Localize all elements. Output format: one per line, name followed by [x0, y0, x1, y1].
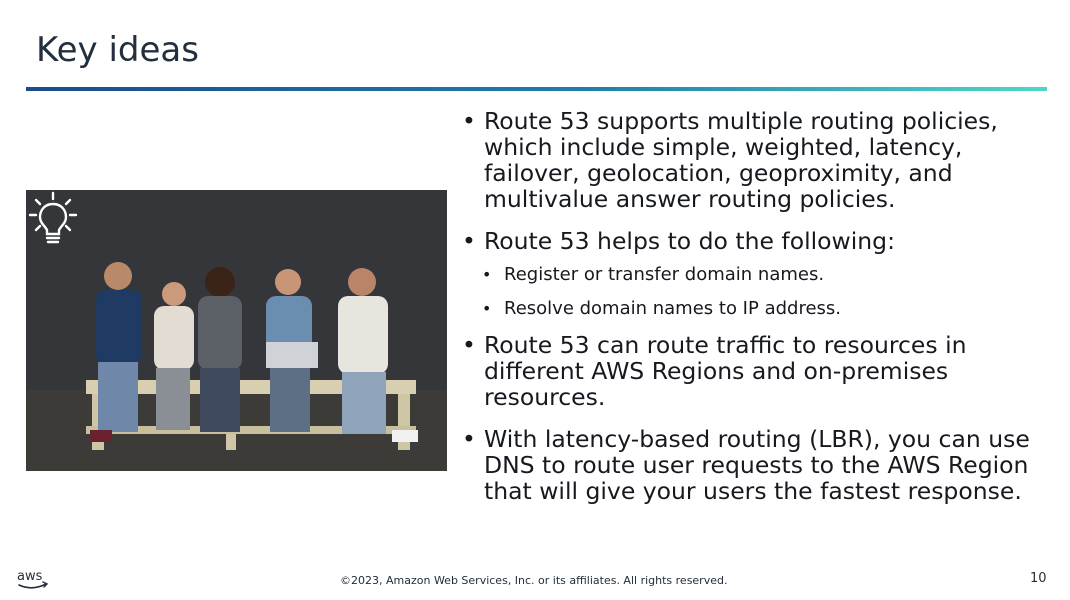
bullet-item: • Route 53 can route traffic to resource… [462, 332, 1042, 410]
lightbulb-icon [26, 190, 80, 250]
bullet-item: • Route 53 helps to do the following: [462, 228, 1042, 254]
bullet-marker: • [462, 425, 476, 453]
sub-bullet-text: Resolve domain names to IP address. [504, 298, 842, 319]
bullet-item: • Route 53 supports multiple routing pol… [462, 108, 1042, 212]
sub-bullet-item: • Resolve domain names to IP address. [482, 298, 1042, 320]
bullet-text: Route 53 helps to do the following: [484, 227, 895, 255]
slide-title: Key ideas [36, 30, 199, 70]
bullet-text: With latency-based routing (LBR), you ca… [484, 425, 1030, 505]
sub-bullet-text: Register or transfer domain names. [504, 264, 825, 285]
sub-bullet-marker: • [482, 299, 492, 318]
photo-people-on-bench [26, 190, 447, 471]
bullet-marker: • [462, 331, 476, 359]
copyright-text: ©2023, Amazon Web Services, Inc. or its … [340, 574, 728, 587]
page-number: 10 [1030, 571, 1047, 586]
title-divider [26, 87, 1047, 91]
bullet-list: • Route 53 supports multiple routing pol… [462, 108, 1042, 520]
aws-logo-icon: aws [16, 568, 50, 592]
sub-bullet-marker: • [482, 265, 492, 284]
bullet-marker: • [462, 107, 476, 135]
bullet-marker: • [462, 227, 476, 255]
bullet-text: Route 53 supports multiple routing polic… [484, 107, 998, 213]
sub-bullet-item: • Register or transfer domain names. [482, 264, 1042, 286]
bullet-item: • With latency-based routing (LBR), you … [462, 426, 1042, 504]
bullet-text: Route 53 can route traffic to resources … [484, 331, 967, 411]
aws-logo-text: aws [17, 569, 43, 584]
